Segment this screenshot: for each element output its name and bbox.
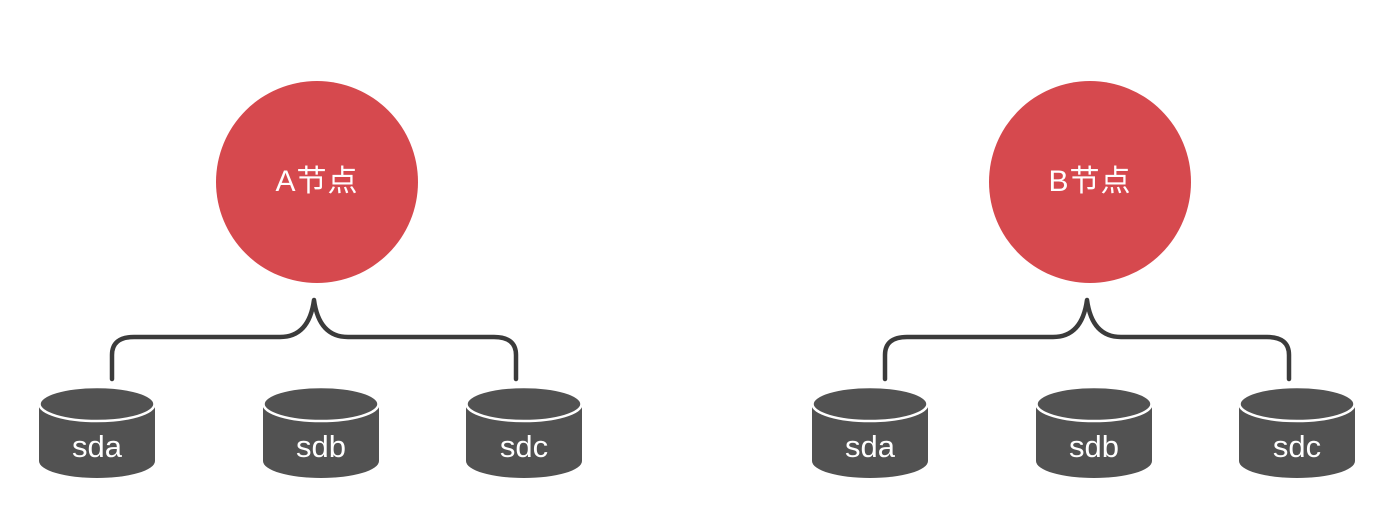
database-cylinder-icon <box>465 385 583 478</box>
node-group-a: A节点 sda sdb sdc <box>38 0 583 528</box>
disk-label: sdb <box>1069 428 1119 464</box>
node-a-label: A节点 <box>275 165 359 198</box>
disk-a-sdb: sdb <box>262 385 380 479</box>
node-b-label: B节点 <box>1048 165 1132 198</box>
disk-label: sdc <box>1272 428 1322 464</box>
database-cylinder-icon <box>1238 385 1356 478</box>
database-cylinder-icon <box>811 385 929 478</box>
curly-brace-icon <box>109 297 519 382</box>
disk-label: sda <box>72 428 122 464</box>
disk-a-sda: sda <box>38 385 156 479</box>
curly-brace-icon <box>882 297 1292 382</box>
node-group-b: B节点 sda sdb sdc <box>811 0 1356 528</box>
disk-b-sdb: sdb <box>1035 385 1153 479</box>
database-cylinder-icon <box>262 385 380 478</box>
disk-b-sda: sda <box>811 385 929 479</box>
disk-label: sdc <box>499 428 549 464</box>
disk-b-sdc: sdc <box>1238 385 1356 479</box>
node-b-circle: B节点 <box>989 81 1191 283</box>
database-cylinder-icon <box>38 385 156 478</box>
node-a-circle: A节点 <box>216 81 418 283</box>
disk-label: sda <box>845 428 895 464</box>
database-cylinder-icon <box>1035 385 1153 478</box>
disk-label: sdb <box>296 428 346 464</box>
disk-a-sdc: sdc <box>465 385 583 479</box>
